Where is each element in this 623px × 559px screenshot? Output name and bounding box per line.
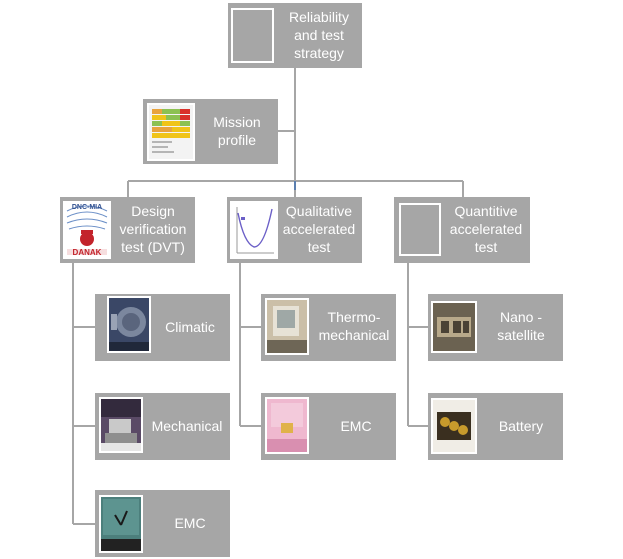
quantitive-label-line-1: Quantitive [454, 203, 518, 219]
root-node: Reliability and test strategy [228, 3, 362, 68]
climatic-node: Climatic [95, 294, 230, 361]
nano-satellite-label-line-2: satellite [497, 327, 545, 343]
qualitative-node: Qualitative accelerated test [227, 197, 362, 263]
nano-satellite-node: Nano - satellite [428, 294, 563, 361]
dvt-label: Design verification test (DVT) [114, 202, 192, 256]
root-label-line-1: Reliability [289, 9, 349, 25]
battery-label: Battery [482, 417, 560, 435]
battery-photo-icon [431, 398, 477, 454]
thermo-mechanical-label: Thermo- mechanical [313, 308, 395, 344]
mission-profile-label: Mission profile [199, 113, 275, 149]
emc-chamber-photo-icon [265, 397, 309, 454]
mechanical-label: Mechanical [145, 417, 229, 435]
root-node-label: Reliability and test strategy [280, 8, 358, 62]
thermo-mechanical-node: Thermo- mechanical [261, 294, 396, 361]
root-label-line-2: and test [294, 27, 344, 43]
root-label-line-3: strategy [294, 45, 344, 61]
quantitive-label-line-2: accelerated [449, 221, 523, 237]
dvt-node: DNC-MIA DANAK Design verification test (… [60, 197, 195, 263]
qualitative-label: Qualitative accelerated test [279, 202, 359, 256]
dvt-label-line-3: test (DVT) [121, 239, 185, 255]
thermo-label-line-2: mechanical [318, 327, 390, 343]
placeholder-image-icon [231, 8, 274, 63]
thermal-chamber-photo-icon [265, 298, 309, 355]
quantitive-label: Quantitive accelerated test [444, 202, 528, 256]
nano-satellite-photo-icon [431, 301, 477, 353]
mechanical-shaker-photo-icon [99, 397, 143, 453]
emc-dvt-label-line-1: EMC [174, 515, 206, 531]
danak-logo-icon: DNC-MIA DANAK [63, 201, 111, 259]
emc-antenna-photo-icon [99, 495, 143, 553]
emc-qualitative-label-line-1: EMC [340, 418, 372, 434]
thermo-label-line-1: Thermo- [327, 309, 381, 325]
mission-profile-chart-icon [147, 103, 195, 161]
lifetime-curve-icon [230, 201, 278, 259]
danak-logo-text-bottom: DANAK [72, 248, 102, 257]
dvt-label-line-2: verification [119, 221, 187, 237]
mechanical-node: Mechanical [95, 393, 230, 460]
qualitative-label-line-1: Qualitative [285, 203, 353, 219]
mission-label-line-2: profile [217, 132, 257, 148]
mission-label-line-1: Mission [213, 114, 261, 130]
danak-logo-text-top: DNC-MIA [71, 204, 103, 211]
emc-node-qualitative: EMC [261, 393, 396, 460]
climatic-label-line-1: Climatic [165, 319, 215, 335]
battery-label-line-1: Battery [498, 418, 544, 434]
quantitive-node: Quantitive accelerated test [394, 197, 530, 263]
nano-satellite-label-line-1: Nano - [499, 309, 543, 325]
emc-node-dvt: EMC [95, 490, 230, 557]
battery-node: Battery [428, 393, 563, 460]
qualitative-label-line-2: accelerated [282, 221, 356, 237]
qualitative-label-line-3: test [307, 239, 331, 255]
mission-profile-node: Mission profile [143, 99, 278, 164]
placeholder-image-icon [399, 203, 441, 256]
quantitive-label-line-3: test [474, 239, 498, 255]
emc-qualitative-label: EMC [319, 417, 393, 435]
climatic-chamber-photo-icon [107, 296, 151, 353]
emc-dvt-label: EMC [153, 514, 227, 532]
mechanical-label-line-1: Mechanical [151, 418, 223, 434]
climatic-label: Climatic [153, 318, 227, 336]
dvt-label-line-1: Design [131, 203, 175, 219]
nano-satellite-label: Nano - satellite [482, 308, 560, 344]
